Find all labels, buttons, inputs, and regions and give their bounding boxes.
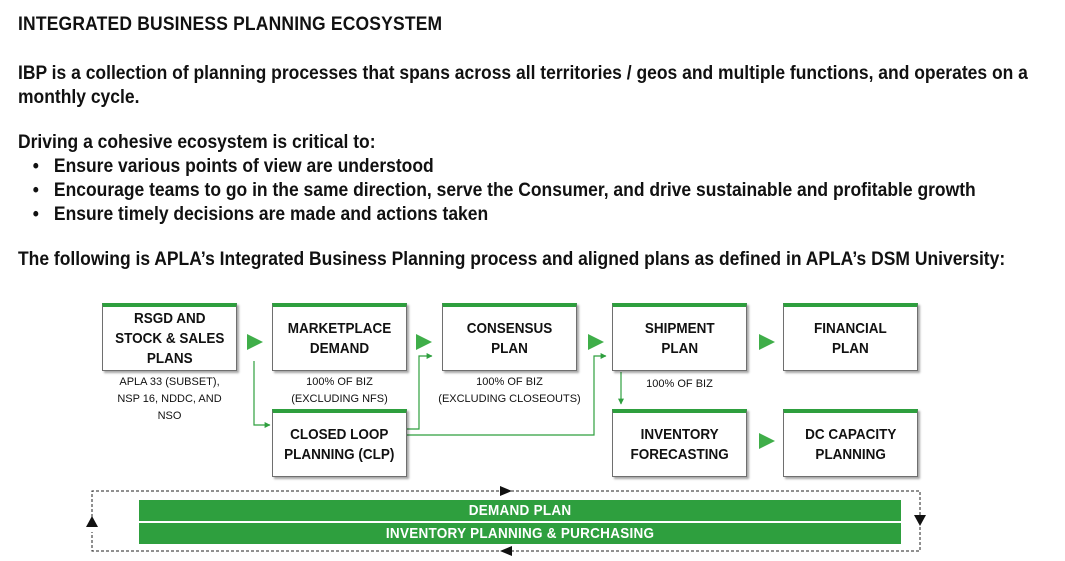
page-title: INTEGRATED BUSINESS PLANNING ECOSYSTEM <box>18 14 443 35</box>
box-label: INVENTORY FORECASTING <box>630 425 729 463</box>
bullet-text: Encourage teams to go in the same direct… <box>53 180 976 201</box>
box-closed-loop-planning: CLOSED LOOP PLANNING (CLP) <box>272 409 407 477</box>
box-marketplace-demand: MARKETPLACE DEMAND <box>272 303 407 371</box>
box-shipment-plan: SHIPMENT PLAN <box>612 303 747 371</box>
demand-plan-bar: DEMAND PLAN <box>139 500 901 521</box>
bullet-dot: • <box>32 180 39 201</box>
box-label: SHIPMENT PLAN <box>644 319 715 357</box>
box-label: FINANCIAL PLAN <box>814 319 887 357</box>
lead-text: Driving a cohesive ecosystem is critical… <box>18 132 376 153</box>
bullet-dot: • <box>32 156 39 177</box>
box-inventory-forecasting: INVENTORY FORECASTING <box>612 409 747 477</box>
inventory-planning-bar: INVENTORY PLANNING & PURCHASING <box>139 523 901 544</box>
box-label: MARKETPLACE DEMAND <box>287 319 392 357</box>
flow-arrow-icon <box>759 433 775 449</box>
box-consensus-plan: CONSENSUS PLAN <box>442 303 577 371</box>
flow-arrow-icon <box>416 334 432 350</box>
loop-arrow-icon <box>500 486 512 496</box>
diagram-intro-text: The following is APLA’s Integrated Busin… <box>18 249 1006 270</box>
note-rsgd: APLA 33 (SUBSET), NSP 16, NDDC, AND NSO <box>117 376 222 422</box>
bullet-item: • Encourage teams to go in the same direc… <box>30 179 976 203</box>
bullet-item: • Ensure various points of view are under… <box>30 155 976 179</box>
flow-arrow-icon <box>588 334 604 350</box>
box-financial-plan: FINANCIAL PLAN <box>783 303 918 371</box>
flow-arrow-icon <box>759 334 775 350</box>
connector-line <box>405 353 433 430</box>
bullet-item: • Ensure timely decisions are made and ac… <box>30 203 976 227</box>
box-label: RSGD AND STOCK & SALES PLANS <box>114 309 225 367</box>
flow-arrow-icon <box>247 334 263 350</box>
box-label: CONSENSUS PLAN <box>466 319 553 357</box>
note-shipment: 100% OF BIZ <box>646 378 713 390</box>
bar-label: DEMAND PLAN <box>468 502 572 519</box>
loop-arrow-icon <box>914 515 926 526</box>
bullet-text: Ensure various points of view are unders… <box>53 156 434 177</box>
loop-arrow-icon <box>500 546 512 556</box>
bullet-list: • Ensure various points of view are under… <box>30 155 976 227</box>
connector-line <box>405 353 607 436</box>
box-label: CLOSED LOOP PLANNING (CLP) <box>284 425 395 463</box>
bullet-dot: • <box>32 204 39 225</box>
bar-label: INVENTORY PLANNING & PURCHASING <box>385 525 655 542</box>
note-marketplace: 100% OF BIZ (EXCLUDING NFS) <box>291 376 388 405</box>
box-label: DC CAPACITY PLANNING <box>804 425 897 463</box>
box-rsgd-stock-sales-plans: RSGD AND STOCK & SALES PLANS <box>102 303 237 371</box>
loop-arrow-icon <box>86 516 98 527</box>
box-dc-capacity-planning: DC CAPACITY PLANNING <box>783 409 918 477</box>
intro-paragraph: IBP is a collection of planning processe… <box>18 63 1028 108</box>
connector-line <box>253 361 271 428</box>
bullet-text: Ensure timely decisions are made and act… <box>53 204 489 225</box>
note-consensus: 100% OF BIZ (EXCLUDING CLOSEOUTS) <box>438 376 581 405</box>
